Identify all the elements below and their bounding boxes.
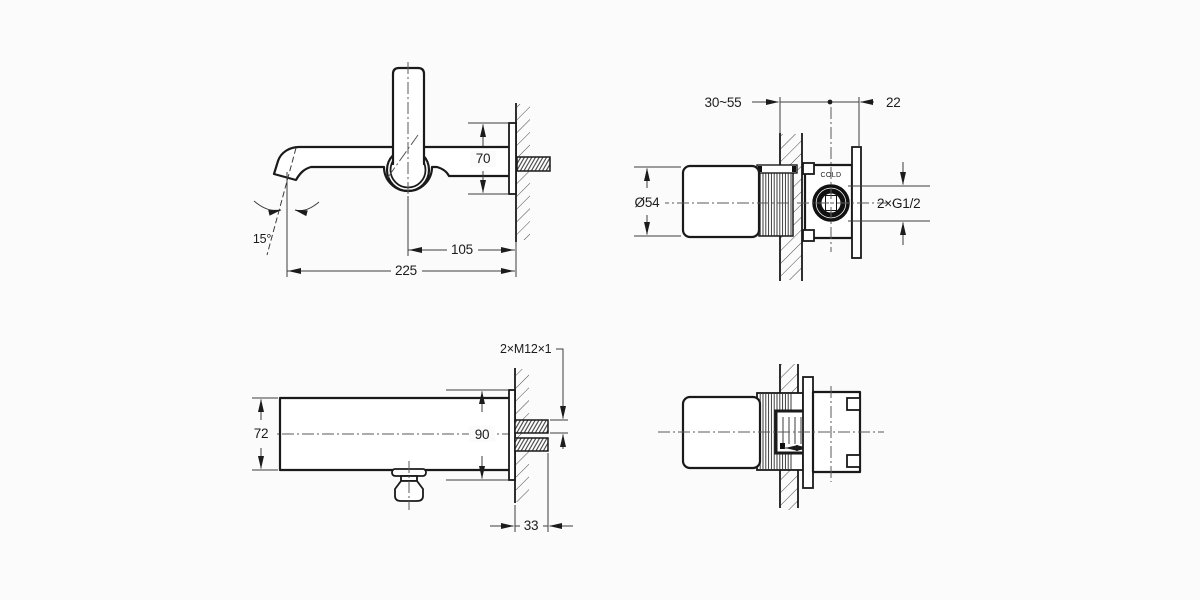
wall-hatch	[517, 104, 530, 240]
dimension-angle-15: 15°	[253, 147, 320, 256]
wall-plate	[508, 389, 516, 481]
dim-m12-label: 2×M12×1	[500, 342, 552, 356]
dim-105-label: 105	[451, 242, 473, 257]
dimension-70: 70	[468, 122, 508, 195]
dimension-thread-g12: 2×G1/2	[848, 162, 930, 245]
spout-outline	[272, 145, 512, 193]
housing-notch-top	[846, 397, 861, 411]
dimension-105: 105	[408, 242, 515, 257]
joint-axis-centerline	[385, 134, 419, 181]
dim-72-label: 72	[254, 426, 269, 441]
view-spout-side: 70 105 225 15°	[253, 62, 551, 278]
wall-connector-thread	[516, 156, 551, 172]
dim-22-label: 22	[886, 95, 901, 110]
dim-wall-range-label: 30~55	[705, 95, 742, 110]
housing-notch-bottom	[846, 454, 861, 468]
housing-tab-top	[802, 162, 815, 175]
view-spout-top: 72 90 2×M12×1 33	[248, 342, 573, 533]
dim-g12-label: 2×G1/2	[877, 196, 920, 211]
mounting-stud-2	[514, 437, 549, 452]
dimension-studs-m12: 2×M12×1	[500, 342, 568, 449]
valve-handle-body	[681, 164, 761, 239]
dimension-225: 225	[286, 172, 515, 278]
sleeve-cap	[756, 164, 798, 174]
mounting-stud-1	[514, 419, 549, 434]
view-valve-side: COLD 30~55 22 Ø54	[630, 95, 930, 281]
dimension-90: 90	[446, 389, 508, 481]
dim-70-label: 70	[476, 151, 491, 166]
dim-d54-label: Ø54	[635, 195, 661, 210]
dimension-diameter-54: Ø54	[630, 166, 681, 237]
knurled-sleeve	[758, 171, 794, 237]
wall-plate	[508, 122, 517, 195]
dim-90-label: 90	[475, 427, 490, 442]
handle-knob-plan	[391, 461, 427, 510]
dim-33-label: 33	[524, 518, 539, 533]
view-valve-top	[658, 364, 884, 510]
dimension-33: 33	[490, 453, 573, 533]
wall-hatch	[516, 369, 529, 502]
dimension-72: 72	[248, 397, 278, 471]
dimension-wall-thickness-and-depth: 30~55 22	[705, 95, 901, 147]
dim-225-label: 225	[395, 263, 417, 278]
housing-tab-bottom	[802, 229, 815, 242]
dim-angle-label: 15°	[253, 232, 272, 246]
